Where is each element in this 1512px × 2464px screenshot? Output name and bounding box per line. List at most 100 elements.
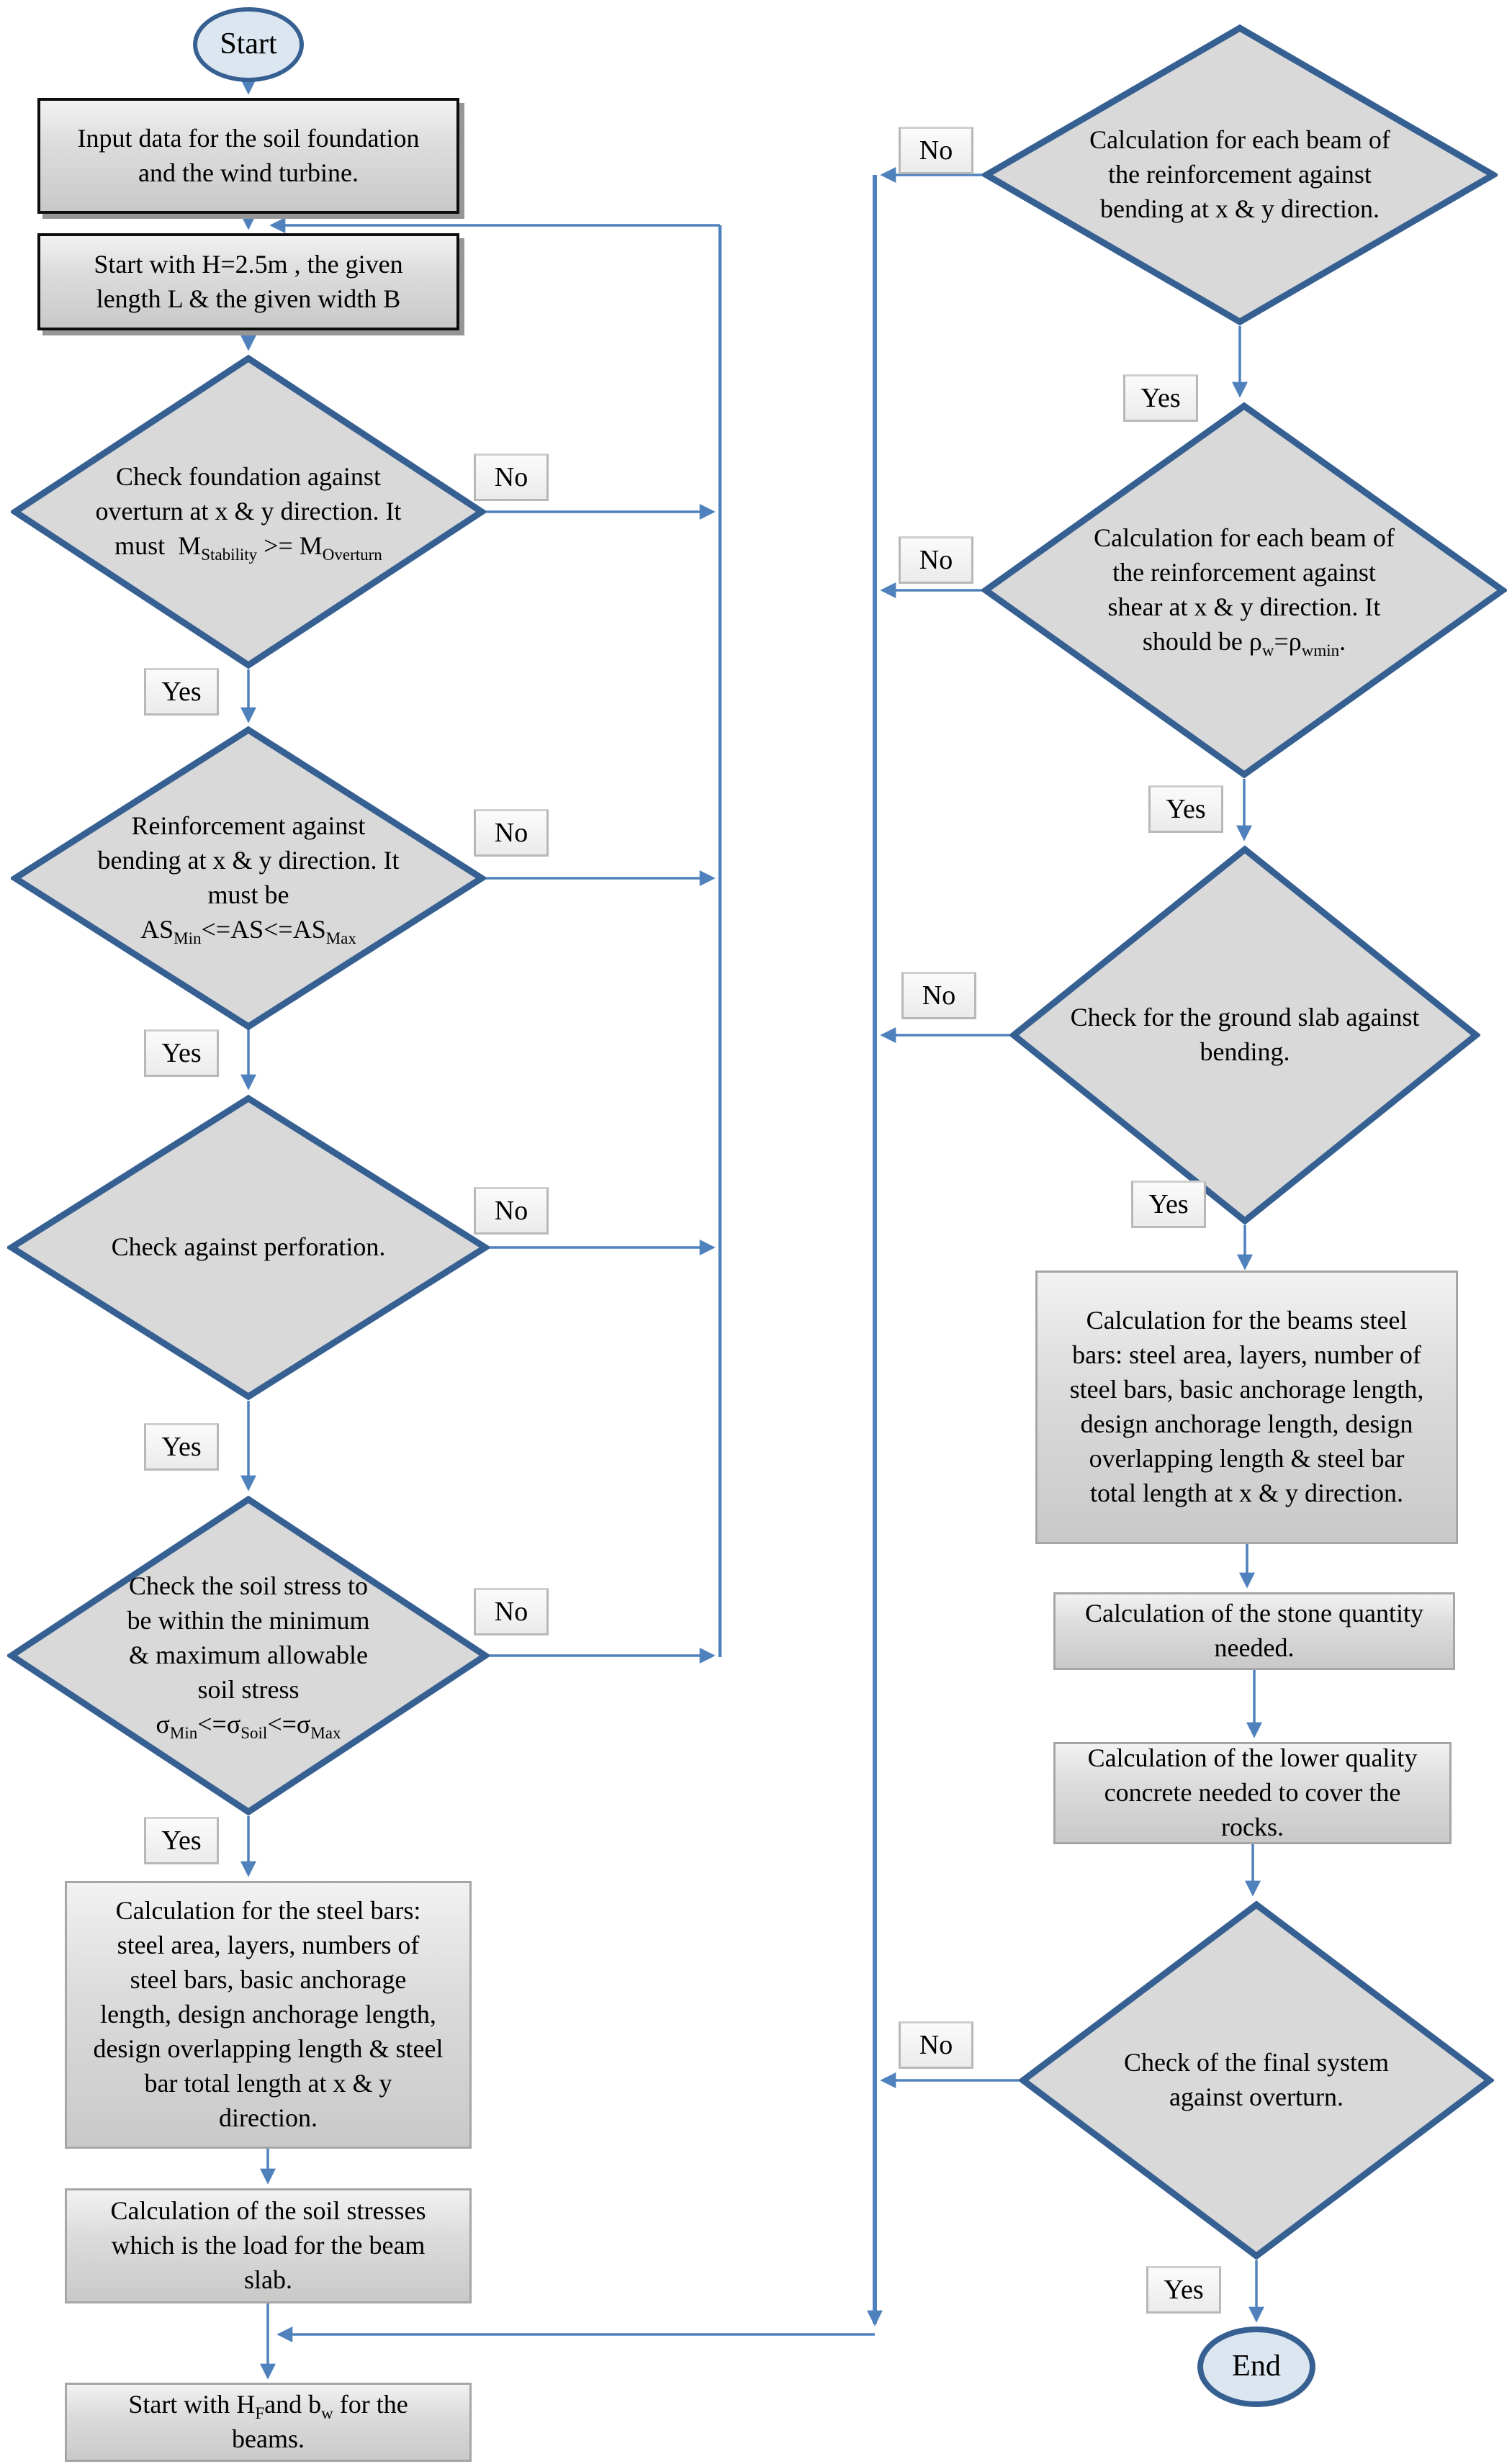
diamond-shape (7, 1495, 490, 1816)
text-line: be within the minimum (127, 1606, 370, 1635)
text-line: steel area, layers, numbers of (117, 1931, 420, 1960)
decision-beam-bending-calc: Calculation for each beam of the reinfor… (982, 24, 1498, 326)
label-no-soil-stress: No (474, 1588, 549, 1635)
text-line: direction. (219, 2103, 318, 2132)
label-no-final-overturn: No (899, 2021, 973, 2069)
text-line: Check against perforation. (111, 1232, 386, 1262)
text-line: shear at x & y direction. It (1107, 592, 1381, 621)
terminator-start: Start (193, 7, 304, 82)
label-yes-soil-stress: Yes (144, 1817, 219, 1864)
diamond-shape (7, 1094, 490, 1401)
text-line: needed. (1214, 1633, 1295, 1662)
start-label: Start (220, 27, 277, 61)
diamond-shape (11, 354, 486, 669)
text-line: bending at x & y direction. (1100, 194, 1380, 223)
label-no-beam-shear: No (899, 536, 973, 584)
text-line: rocks. (1221, 1812, 1284, 1841)
yes-text: Yes (161, 1826, 202, 1856)
label-no-perforation: No (474, 1187, 549, 1235)
decision-beam-shear-calc: Calculation for each beam of the reinfor… (981, 402, 1507, 779)
text-line: bar total length at x & y (144, 2068, 392, 2098)
yes-text: Yes (1148, 1189, 1189, 1219)
diamond-shape (11, 726, 486, 1031)
process-concrete-calc: Calculation of the lower quality concret… (1053, 1742, 1452, 1844)
flow-arrows (240, 78, 1264, 2380)
text-line: overlapping length & steel bar (1089, 1443, 1405, 1473)
label-yes-ground-slab: Yes (1131, 1181, 1206, 1228)
no-text: No (494, 1597, 528, 1627)
decision-check-overturn: Check foundation against overturn at x &… (11, 354, 486, 669)
diamond-shape (1019, 1900, 1494, 2260)
process-beams-steel-bars-calc: Calculation for the beams steel bars: st… (1035, 1271, 1458, 1544)
yes-text: Yes (161, 1038, 202, 1068)
no-text: No (494, 818, 528, 848)
no-text: No (494, 462, 528, 492)
text-line: Calculation of the stone quantity (1085, 1599, 1423, 1628)
text-line: design anchorage length, design (1080, 1409, 1413, 1438)
diamond-shape (1009, 845, 1480, 1225)
text-line: Input data for the soil foundation (77, 123, 420, 153)
text-line: Reinforcement against (131, 811, 366, 841)
text-line: Check for the ground slab against (1070, 1003, 1420, 1032)
label-no-bending: No (474, 809, 549, 857)
text-line: Check the soil stress to (129, 1571, 368, 1601)
text-line: bending at x & y direction. It (97, 846, 400, 875)
process-soil-stresses-calc: Calculation of the soil stresses which i… (65, 2188, 472, 2303)
text-line: Check of the final system (1124, 2048, 1389, 2077)
yes-text: Yes (1166, 794, 1206, 824)
formula-overturn: must MStability >= MOverturn (114, 531, 382, 564)
label-yes-overturn: Yes (144, 668, 219, 716)
text-line: design overlapping length & steel (93, 2034, 444, 2063)
formula-rho-min: should be ρw=ρwmin. (1142, 626, 1346, 660)
no-text: No (922, 980, 956, 1011)
no-text: No (494, 1196, 528, 1226)
text-line: overturn at x & y direction. It (95, 497, 402, 526)
text-line: must be (207, 880, 289, 909)
text-line: Check foundation against (116, 462, 381, 492)
decision-reinforcement-bending: Reinforcement against bending at x & y d… (11, 726, 486, 1031)
no-text: No (919, 545, 953, 575)
text-line: steel bars, basic anchorage (130, 1965, 407, 1995)
diamond-shape (982, 24, 1498, 326)
text-line: length, design anchorage length, (100, 2000, 436, 2029)
label-no-beam-bending: No (899, 127, 973, 174)
label-no-ground-slab: No (901, 972, 976, 1019)
text-line: slab. (244, 2265, 292, 2294)
decision-final-overturn: Check of the final system against overtu… (1019, 1900, 1494, 2260)
process-input-data: Input data for the soil foundation and t… (37, 98, 459, 214)
label-yes-bending: Yes (144, 1029, 219, 1077)
label-no-overturn: No (474, 453, 549, 501)
text-line: concrete needed to cover the (1104, 1778, 1401, 1808)
formula-as-limits: ASMin<=AS<=ASMax (140, 914, 356, 948)
yes-text: Yes (1140, 383, 1181, 413)
text-line: & maximum allowable (129, 1641, 368, 1670)
process-start-dimensions: Start with H=2.5m , the given length L &… (37, 233, 459, 330)
text-line: which is the load for the beam (111, 2231, 426, 2260)
terminator-end: End (1197, 2327, 1315, 2407)
decision-ground-slab-bending: Check for the ground slab against bendin… (1009, 845, 1480, 1225)
text-line: Calculation of the soil stresses (110, 2196, 426, 2226)
text-line: the reinforcement against (1112, 558, 1376, 587)
label-yes-final-overturn: Yes (1146, 2266, 1221, 2314)
decision-check-perforation: Check against perforation. (7, 1094, 490, 1401)
text-line: Calculation for each beam of (1094, 523, 1395, 553)
text-line: Calculation for each beam of (1089, 125, 1390, 155)
diamond-shape (981, 402, 1507, 779)
text-line: soil stress (197, 1674, 300, 1704)
text-line: and the wind turbine. (138, 158, 359, 187)
label-yes-beam-shear: Yes (1148, 785, 1223, 833)
text-line: bending. (1200, 1037, 1290, 1066)
text-line: against overturn. (1169, 2082, 1344, 2111)
text-line: Calculation of the lower quality (1087, 1743, 1418, 1773)
end-label: End (1232, 2350, 1281, 2383)
label-yes-beam-bending: Yes (1123, 374, 1198, 422)
text-line: bars: steel area, layers, number of (1072, 1340, 1421, 1370)
formula-hf-bw: Start with HFand bw for the (128, 2390, 408, 2423)
yes-text: Yes (1164, 2275, 1204, 2305)
no-text: No (919, 135, 953, 166)
process-stone-quantity-calc: Calculation of the stone quantity needed… (1053, 1592, 1455, 1670)
text-line: Start with H=2.5m , the given (94, 249, 403, 279)
no-text: No (919, 2030, 953, 2060)
